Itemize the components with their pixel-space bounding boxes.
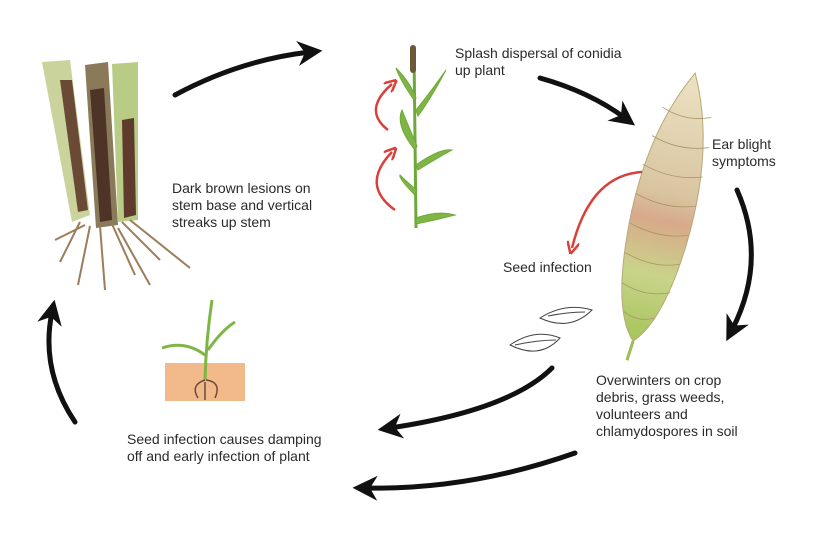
arrow-damping-to-stem <box>37 299 78 425</box>
label-line: Ear blight <box>712 136 772 152</box>
label-line: stem base and vertical <box>172 197 313 213</box>
ear-blight-label: Ear blight symptoms <box>712 136 776 170</box>
seed-infection-label: Seed infection <box>503 259 592 275</box>
wheat-ear-image <box>621 72 712 361</box>
overwinters-label: Overwinters on crop debris, grass weeds,… <box>596 372 738 440</box>
stem-base-image <box>42 60 191 291</box>
red-seed-infection-arrow <box>572 170 643 248</box>
splash-dispersal-label: Splash dispersal of conidia up plant <box>455 45 622 79</box>
damping-off-label: Seed infection causes damping off and ea… <box>127 431 322 465</box>
label-line: debris, grass weeds, <box>596 389 725 405</box>
label-line: off and early infection of plant <box>127 448 310 464</box>
label-line: volunteers and <box>596 406 688 422</box>
red-splash-arrow-lower <box>375 152 395 212</box>
arrow-soil-to-damping <box>352 450 578 501</box>
label-line: chlamydospores in soil <box>596 423 738 439</box>
arrow-ear-to-overwinter <box>726 187 754 342</box>
label-line: up plant <box>455 62 505 78</box>
arrow-seed-to-damping <box>377 365 555 439</box>
label-line: symptoms <box>712 153 776 169</box>
label-line: Seed infection causes damping <box>127 431 322 447</box>
stem-base-label: Dark brown lesions on stem base and vert… <box>172 180 312 231</box>
seeds-image <box>509 306 593 352</box>
wheat-plant-image <box>395 45 457 229</box>
label-line: Splash dispersal of conidia <box>455 45 622 61</box>
label-line: Overwinters on crop <box>596 372 722 388</box>
label-line: Dark brown lesions on <box>172 180 311 196</box>
seedling-image <box>161 299 245 401</box>
red-splash-arrow-upper <box>374 84 392 131</box>
arrow-plant-to-ear <box>537 75 636 126</box>
label-line: streaks up stem <box>172 214 271 230</box>
arrow-stem-to-plant <box>172 41 323 98</box>
